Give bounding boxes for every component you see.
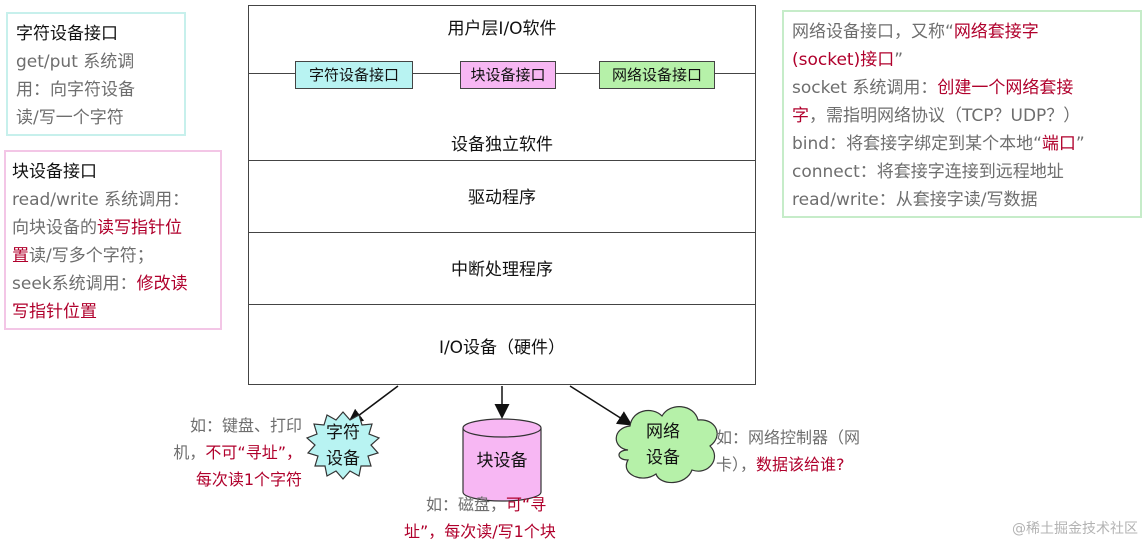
note-text: 读/写多个字符； xyxy=(29,246,154,266)
note-text: bind：将套接字绑定到某个本地“ xyxy=(792,134,1042,154)
block-device-cylinder-top xyxy=(462,418,542,438)
example-emphasis: 址”，每次读/写1个块 xyxy=(404,522,556,541)
note-emphasis: 创建一个网络套接 xyxy=(937,78,1074,98)
note-emphasis: 读写指针位 xyxy=(97,218,182,238)
char-device: 字符 设备 xyxy=(313,420,373,472)
block-interface-note: 块设备接口 read/write 系统调用： 向块设备的读写指针位 置读/写多个… xyxy=(4,150,222,330)
block-device-example: 如：磁盘，可“寻 址”，每次读/写1个块 xyxy=(404,491,604,545)
note-title: 块设备接口 xyxy=(12,162,97,182)
note-line: 读/写一个字符 xyxy=(16,108,124,128)
layer-label: 设备独立软件 xyxy=(451,135,553,155)
note-text: ” xyxy=(894,50,904,70)
layer-label: 驱动程序 xyxy=(468,188,536,208)
network-device-example: 如：网络控制器（网 卡），数据该给谁? xyxy=(716,424,916,478)
device-label-line: 字符 xyxy=(326,423,360,443)
char-interface-box: 字符设备接口 xyxy=(295,61,413,89)
device-label-line: 设备 xyxy=(646,448,680,468)
interrupt-handler-layer: 中断处理程序 xyxy=(249,232,755,304)
example-emphasis: 不可“寻址”， xyxy=(205,443,302,462)
note-emphasis: 写指针位置 xyxy=(12,302,97,322)
char-device-burst-shape xyxy=(305,411,381,480)
block-interface-box: 块设备接口 xyxy=(460,61,556,89)
network-interface-note: 网络设备接口，又称“网络套接字 (socket)接口” socket 系统调用：… xyxy=(782,10,1142,218)
note-text: ，需指明网络协议（TCP？UDP？） xyxy=(809,106,1081,126)
example-emphasis: 每次读1个字符 xyxy=(195,470,302,489)
note-emphasis: 网络套接字 xyxy=(953,22,1039,42)
user-io-software-title: 用户层I/O软件 xyxy=(447,19,557,39)
layer-label: I/O设备（硬件） xyxy=(438,338,566,358)
note-emphasis: 置 xyxy=(12,246,29,266)
note-line: get/put 系统调 xyxy=(16,52,135,72)
char-device-example: 如：键盘、打印 机，不可“寻址”， 每次读1个字符 xyxy=(112,412,302,493)
note-line: connect：将套接字连接到远程地址 xyxy=(792,162,1064,182)
example-text: 如：磁盘， xyxy=(426,495,507,514)
network-interface-box: 网络设备接口 xyxy=(599,61,715,89)
io-hardware-layer: I/O设备（硬件） xyxy=(249,304,755,384)
note-emphasis: 端口 xyxy=(1041,134,1076,154)
note-title: 字符设备接口 xyxy=(16,24,118,44)
note-line: read/write：从套接字读/写数据 xyxy=(792,190,1038,210)
note-line: 用：向字符设备 xyxy=(16,80,135,100)
example-text: 卡）， xyxy=(716,455,757,474)
note-text: socket 系统调用： xyxy=(792,78,938,98)
layer-label: 中断处理程序 xyxy=(451,260,553,280)
example-text: 机， xyxy=(173,443,206,462)
driver-layer: 驱动程序 xyxy=(249,160,755,232)
char-interface-note: 字符设备接口 get/put 系统调 用：向字符设备 读/写一个字符 xyxy=(6,12,186,136)
note-emphasis: (socket)接口 xyxy=(792,50,895,70)
example-emphasis: 数据该给谁? xyxy=(756,455,845,474)
device-label-line: 设备 xyxy=(326,449,360,469)
note-text: 向块设备的 xyxy=(12,218,97,238)
block-device: 块设备 xyxy=(476,451,528,471)
example-line: 如：键盘、打印 xyxy=(189,416,302,435)
example-line: 如：网络控制器（网 xyxy=(716,428,861,447)
note-text: ” xyxy=(1075,134,1085,154)
note-emphasis: 字 xyxy=(792,106,809,126)
note-line: read/write 系统调用： xyxy=(12,190,190,210)
device-independent-layer: 设备独立软件 xyxy=(249,116,755,160)
io-software-stack: 用户层I/O软件 字符设备接口 块设备接口 网络设备接口 设备独立软件 驱动程序… xyxy=(248,5,756,385)
note-text: 网络设备接口，又称“ xyxy=(792,22,954,42)
device-label-line: 网络 xyxy=(646,422,680,442)
note-text: seek系统调用： xyxy=(12,274,137,294)
network-device: 网络 设备 xyxy=(628,419,698,471)
example-emphasis: 可“寻 xyxy=(506,495,547,514)
arrow-to-net-device xyxy=(569,385,633,426)
note-emphasis: 修改读 xyxy=(136,274,188,294)
net-device-cloud-shape xyxy=(615,406,718,484)
watermark: @稀土掘金技术社区 xyxy=(1012,521,1138,537)
block-device-cylinder-shape xyxy=(462,428,542,502)
